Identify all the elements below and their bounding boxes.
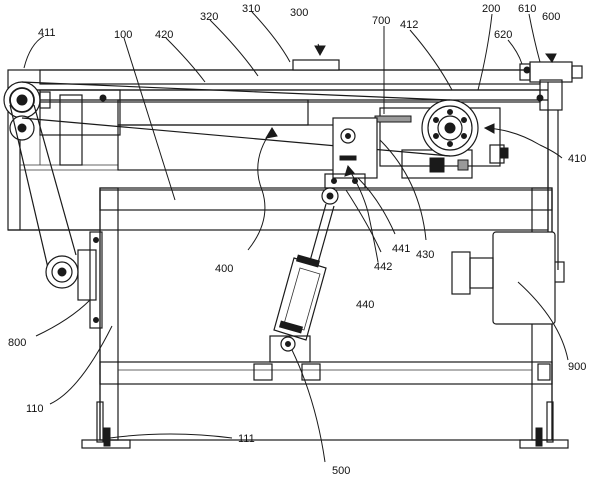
label-412: 412 <box>400 19 418 31</box>
top-block-300 <box>292 59 340 71</box>
label-200: 200 <box>482 3 500 15</box>
label-400: 400 <box>215 263 233 275</box>
label-441: 441 <box>392 243 410 255</box>
label-420: 420 <box>155 29 173 41</box>
leader-arrows <box>247 43 563 263</box>
top-plate <box>39 69 541 85</box>
label-500: 500 <box>332 465 350 477</box>
frame-outline <box>99 187 553 441</box>
lift-bracket <box>321 117 378 205</box>
left-roller-411 <box>3 81 51 141</box>
right-foot <box>519 439 569 449</box>
part-labels: 411 100 420 320 310 300 700 412 200 620 … <box>8 3 586 477</box>
support-frame <box>81 187 569 449</box>
frame-lower-bar <box>99 361 553 385</box>
label-610: 610 <box>518 3 536 15</box>
motor-600 <box>519 61 583 283</box>
sprocket-800 <box>45 231 103 329</box>
label-620: 620 <box>494 29 512 41</box>
belt <box>9 81 451 269</box>
label-430: 430 <box>416 249 434 261</box>
label-440: 440 <box>356 299 374 311</box>
label-411: 411 <box>38 27 56 39</box>
label-442: 442 <box>374 261 392 273</box>
label-600: 600 <box>542 11 560 23</box>
label-800: 800 <box>8 337 26 349</box>
label-700: 700 <box>372 15 390 27</box>
drive-wheel-410 <box>421 99 479 157</box>
label-320: 320 <box>200 11 218 23</box>
label-410: 410 <box>568 153 586 165</box>
leader-lines <box>23 11 569 463</box>
air-cylinder-500 <box>269 203 335 363</box>
main-body <box>7 59 549 231</box>
label-110: 110 <box>26 403 44 415</box>
label-900: 900 <box>568 361 586 373</box>
label-100: 100 <box>114 29 132 41</box>
label-111: 111 <box>238 433 255 445</box>
label-310: 310 <box>242 3 260 15</box>
label-300: 300 <box>290 7 308 19</box>
control-box-900 <box>451 231 556 325</box>
marker-700 <box>374 115 412 123</box>
